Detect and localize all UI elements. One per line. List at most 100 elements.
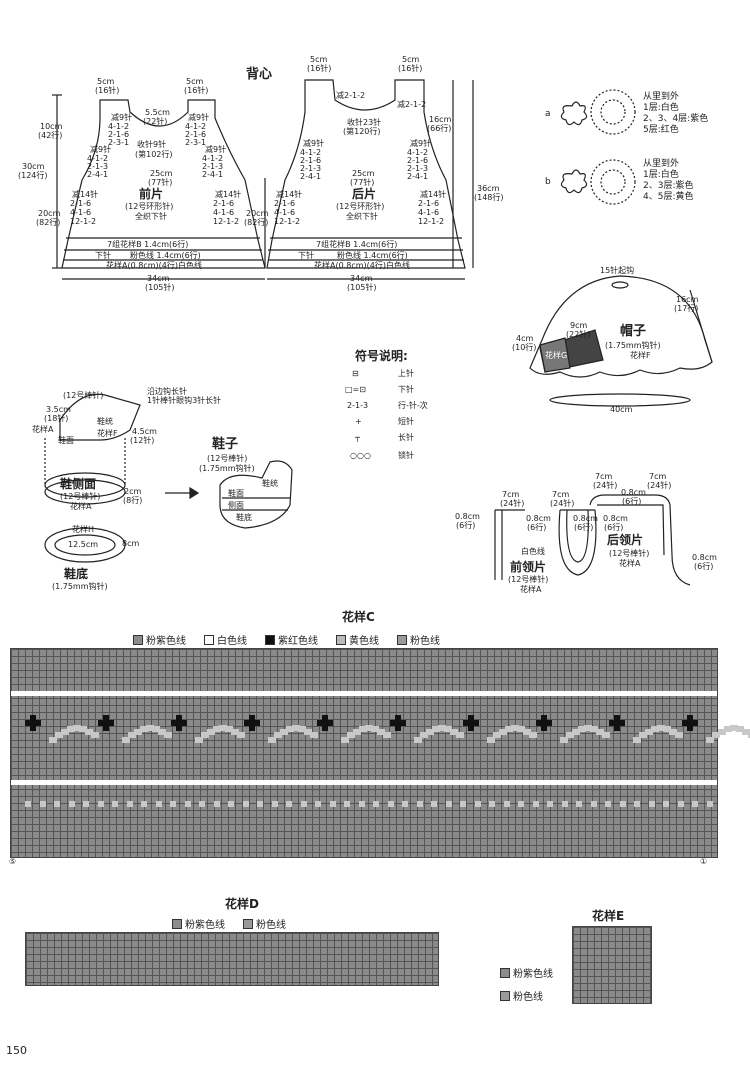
dot-stitch [242, 801, 249, 807]
front-h-total-r: (124行) [18, 171, 48, 180]
wave-stitch [298, 726, 306, 732]
legend-text: 粉紫色线 [146, 636, 186, 647]
collar-front-needle: (12号棒针) [508, 575, 549, 584]
symbol-text: 下针 [398, 385, 414, 394]
flower-a-line: 1层:白色 [643, 103, 679, 113]
wave-stitch [359, 726, 367, 732]
collar-f-in2: 0.8cm [573, 514, 598, 523]
collar-f-in2r: (6行) [574, 523, 594, 532]
wave-stitch [426, 729, 434, 735]
front-bottom-st: (105针) [145, 283, 175, 292]
back-band3: 花样A(0.8cm)(4行)白色线 [314, 261, 410, 270]
collar-f-hr: (6行) [456, 521, 476, 530]
wave-stitch [505, 726, 513, 732]
wave-stitch [237, 732, 245, 738]
dot-stitch [68, 801, 75, 807]
back-body-st: (77针) [350, 178, 375, 187]
symbol-sym: + [355, 417, 362, 426]
wave-stitch [675, 732, 683, 738]
wave-stitch [146, 725, 154, 731]
front-dec-row: 2-1-6 [108, 130, 130, 139]
wave-stitch [225, 726, 233, 732]
wave-stitch [645, 729, 653, 735]
hat-outline [529, 275, 713, 378]
cross-motif [463, 715, 479, 731]
wave-stitch [152, 726, 160, 732]
wave-stitch [523, 729, 531, 735]
back-band1: 7组花样B 1.4cm(6行) [316, 240, 398, 249]
wave-stitch [742, 729, 750, 735]
wave-stitch [517, 726, 525, 732]
patC-start-label: ⑤ [9, 857, 17, 866]
shoe-side-title: 鞋侧面 [60, 477, 97, 491]
hat-start: 15针起钩 [600, 266, 635, 275]
wave-stitch [438, 725, 446, 731]
pattern-e-chart [572, 926, 652, 1004]
back-stitch: 全织下针 [346, 212, 378, 221]
front-band1: 7组花样B 1.4cm(6行) [107, 240, 189, 249]
front-h-top-r: (42行) [38, 131, 63, 140]
shoe-side-h-r: (8行) [123, 496, 143, 505]
wave-stitch [219, 725, 227, 731]
back-shoulder-left-w: 5cm [310, 55, 328, 64]
wave-stitch [663, 726, 671, 732]
front-h-bot-r: (82行) [36, 218, 61, 227]
sole-title: 鞋底 [64, 567, 89, 581]
patE-legend: 粉紫色线 粉色线 [500, 965, 565, 1003]
flower-a-line: 5层:红色 [643, 125, 679, 135]
front-dec-row: 2-3-1 [185, 138, 207, 147]
legend-swatch [397, 634, 407, 645]
front-arm-row: 4-1-2 [87, 154, 109, 163]
patC-legend: 粉紫色线 白色线 紫红色线 黄色线 粉色线 [133, 632, 452, 647]
sole-len: 12.5cm [68, 540, 99, 549]
legend-text: 粉色线 [513, 992, 543, 1003]
dot-stitch [706, 801, 713, 807]
legend-text: 白色线 [217, 636, 247, 647]
front-h-bot: 20cm [38, 209, 61, 218]
wave-stitch [274, 732, 282, 738]
wave-stitch [268, 737, 276, 743]
front-neck-dec: 收针9针 [137, 140, 167, 149]
cross-motif [609, 715, 625, 731]
front-shoulder-left-st: (16针) [95, 86, 120, 95]
wave-stitch [91, 732, 99, 738]
wave-stitch [122, 737, 130, 743]
front-side-row: 4-1-6 [213, 208, 235, 217]
symbol-sym: □=⊡ [345, 385, 366, 394]
legend-swatch [265, 634, 275, 645]
front-body-w: 25cm [150, 169, 173, 178]
back-h-bot: 20cm [246, 209, 269, 218]
shoe-edge: 沿边钩长针 [147, 387, 187, 396]
wave-stitch [420, 732, 428, 738]
front-neck-row: (第102行) [135, 150, 173, 159]
wave-stitch [140, 726, 148, 732]
back-h-bot-r: (82行) [244, 218, 269, 227]
dot-stitch [387, 801, 394, 807]
wave-stitch [304, 729, 312, 735]
wave-stitch [164, 732, 172, 738]
shoe-lining: 鞋统 [97, 417, 113, 426]
back-dec9-r: 减9针 [410, 139, 432, 148]
wave-stitch [280, 729, 288, 735]
collar-r-hr: (6行) [694, 562, 714, 571]
collar-f-st: (24针) [500, 499, 525, 508]
dot-stitch [431, 801, 437, 807]
collar-b-hr: (6行) [622, 497, 642, 506]
hat-circ: 40cm [610, 405, 633, 414]
sole-w: 8cm [122, 539, 140, 548]
dot-stitch [677, 801, 684, 807]
wave-stitch [67, 726, 75, 732]
legend-text: 紫红色线 [278, 636, 318, 647]
front-title: 前片 [139, 187, 164, 201]
collar-b-w2: 7cm [649, 472, 667, 481]
shoe-w1: 3.5cm [46, 405, 71, 414]
wave-stitch [371, 726, 379, 732]
wave-stitch [61, 729, 69, 735]
wave-stitch [572, 729, 580, 735]
dot-stitch [39, 801, 46, 807]
wave-stitch [487, 737, 495, 743]
front-side-row: 2-1-6 [213, 199, 235, 208]
shoe-result-title: 鞋子 [212, 437, 239, 452]
wave-stitch [651, 726, 659, 732]
wave-stitch [511, 725, 519, 731]
